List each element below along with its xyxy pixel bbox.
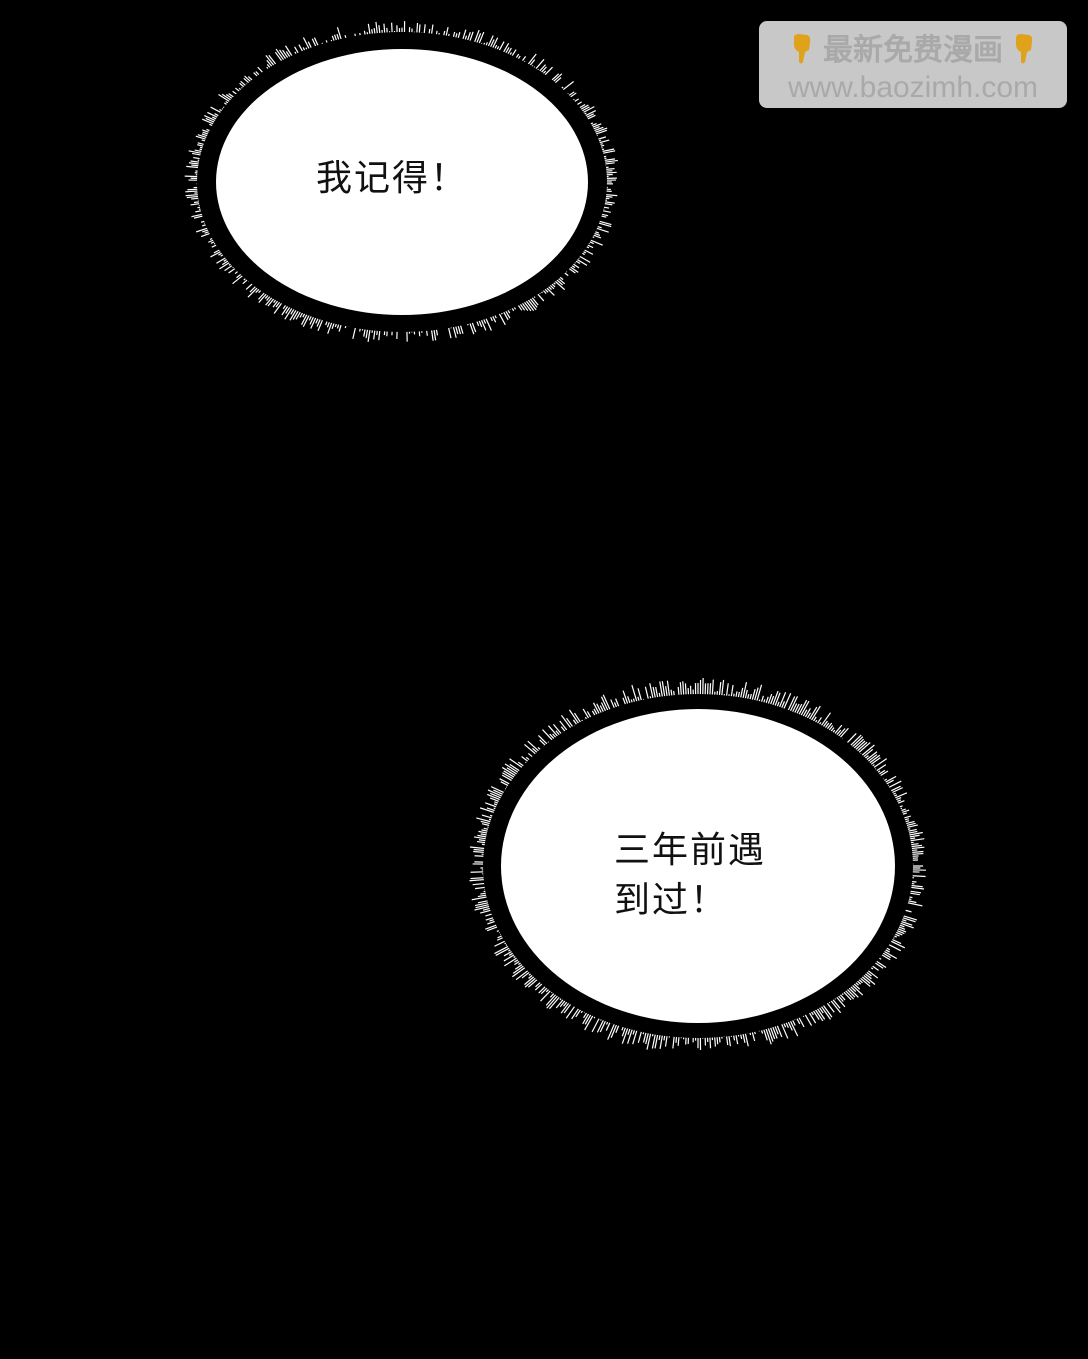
watermark-badge: 最新免费漫画 www.baozimh.com [759, 21, 1067, 108]
watermark-title: 最新免费漫画 [823, 33, 1003, 68]
bubble-1-text: 我记得！ [316, 158, 469, 199]
speech-bubble-2: 三年前遇 到过！ [462, 668, 937, 1063]
spiky-bubble-border-icon [184, 21, 618, 342]
pointing-down-hand-icon [1016, 34, 1033, 64]
spiky-bubble-border-icon [469, 678, 926, 1051]
watermark-line1: 最新免费漫画 [759, 31, 1067, 71]
speech-bubble-1: 我记得！ [180, 12, 630, 357]
pointing-down-hand-icon [793, 34, 810, 64]
watermark-url: www.baozimh.com [787, 71, 1039, 104]
bubble-2-text: 三年前遇 到过！ [614, 830, 767, 921]
